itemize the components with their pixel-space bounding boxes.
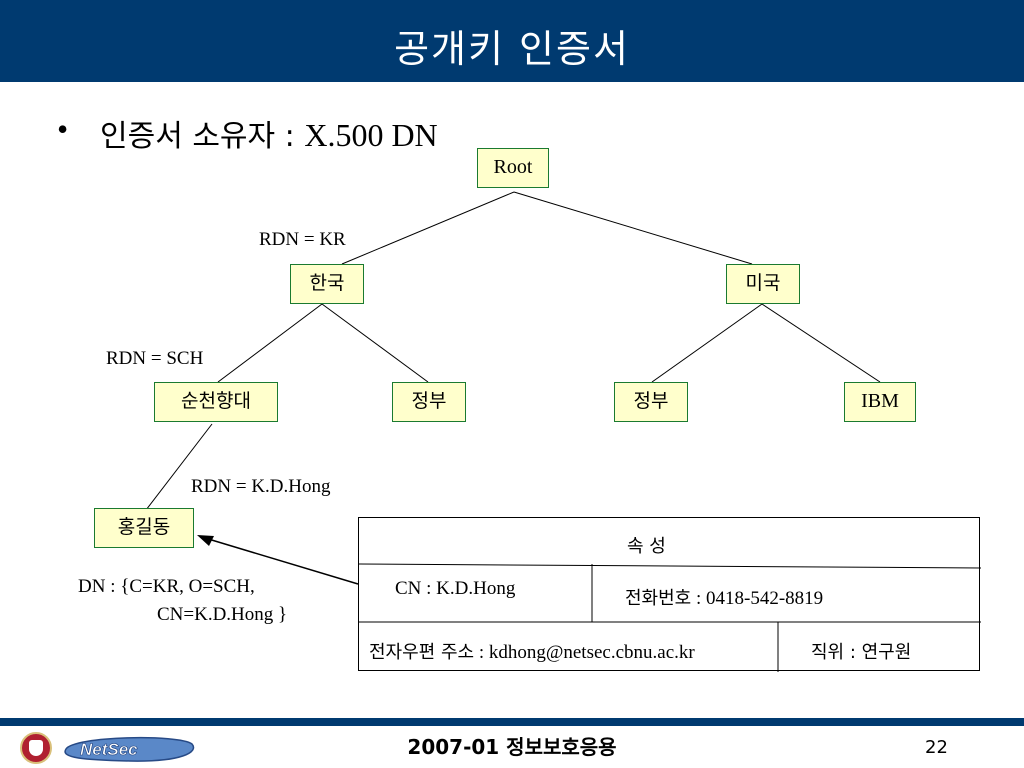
- rdn-hong-label: RDN = K.D.Hong: [191, 476, 331, 497]
- attribute-email-value: : kdhong@netsec.cbnu.ac.kr: [474, 642, 695, 663]
- edge-root-us: [513, 191, 753, 265]
- netsec-logo: NetSec: [64, 736, 195, 762]
- bullet-marker: •: [57, 111, 69, 147]
- node-hong: 홍길동: [94, 508, 194, 548]
- footer-title: 2007-01 정보보호응용: [407, 735, 617, 759]
- edge-sch-hong: [145, 423, 213, 511]
- attribute-email-label: 전자우편 주소: [369, 642, 475, 663]
- bullet-label: 인증서 소유자 :: [100, 119, 305, 154]
- node-root: Root: [477, 148, 549, 188]
- attribute-phone-label: 전화번호: [625, 588, 692, 609]
- edge-kr-gov: [321, 303, 429, 383]
- dn-line-1: DN : {C=KR, O=SCH,: [78, 576, 255, 597]
- bullet-dn: X.500 DN: [304, 117, 438, 153]
- edge-kr-sch: [217, 303, 323, 383]
- node-ibm: IBM: [844, 382, 916, 422]
- attribute-cn: CN : K.D.Hong: [395, 578, 515, 600]
- slide-title: 공개키 인증서: [394, 27, 630, 71]
- attribute-cn-text: CN : K.D.Hong: [395, 578, 516, 599]
- university-seal-icon: [20, 732, 52, 764]
- node-sch: 순천향대: [154, 382, 278, 422]
- netsec-logo-text: NetSec: [80, 740, 138, 759]
- page-number: 22: [925, 737, 948, 758]
- attribute-title: 직위 : 연구원: [811, 642, 912, 663]
- attribute-email: 전자우편 주소 : kdhong@netsec.cbnu.ac.kr: [369, 638, 695, 664]
- node-us: 미국: [726, 264, 800, 304]
- attribute-phone-value: : 0418-542-8819: [691, 588, 824, 609]
- node-gov-us: 정부: [614, 382, 688, 422]
- edge-root-kr: [341, 191, 515, 265]
- arrow-head: [197, 535, 214, 546]
- rdn-sch-label: RDN = SCH: [106, 348, 204, 369]
- footer-bar: [0, 718, 1024, 726]
- attribute-phone: 전화번호 : 0418-542-8819: [625, 584, 823, 610]
- attribute-grid: [359, 563, 981, 672]
- attribute-header: 속 성: [627, 536, 666, 557]
- dn-line-2: CN=K.D.Hong }: [157, 604, 288, 625]
- arrow-line: [204, 537, 359, 585]
- attribute-table: 속 성 CN : K.D.Hong 전화번호 : 0418-542-8819 전…: [358, 517, 981, 672]
- edge-us-gov: [651, 303, 763, 383]
- node-kr: 한국: [290, 264, 364, 304]
- edge-us-ibm: [761, 303, 881, 383]
- rdn-kr-label: RDN = KR: [259, 229, 346, 250]
- node-gov-kr: 정부: [392, 382, 466, 422]
- header-bar: [0, 0, 1024, 82]
- bullet-text: 인증서 소유자 : X.500 DN: [100, 111, 438, 155]
